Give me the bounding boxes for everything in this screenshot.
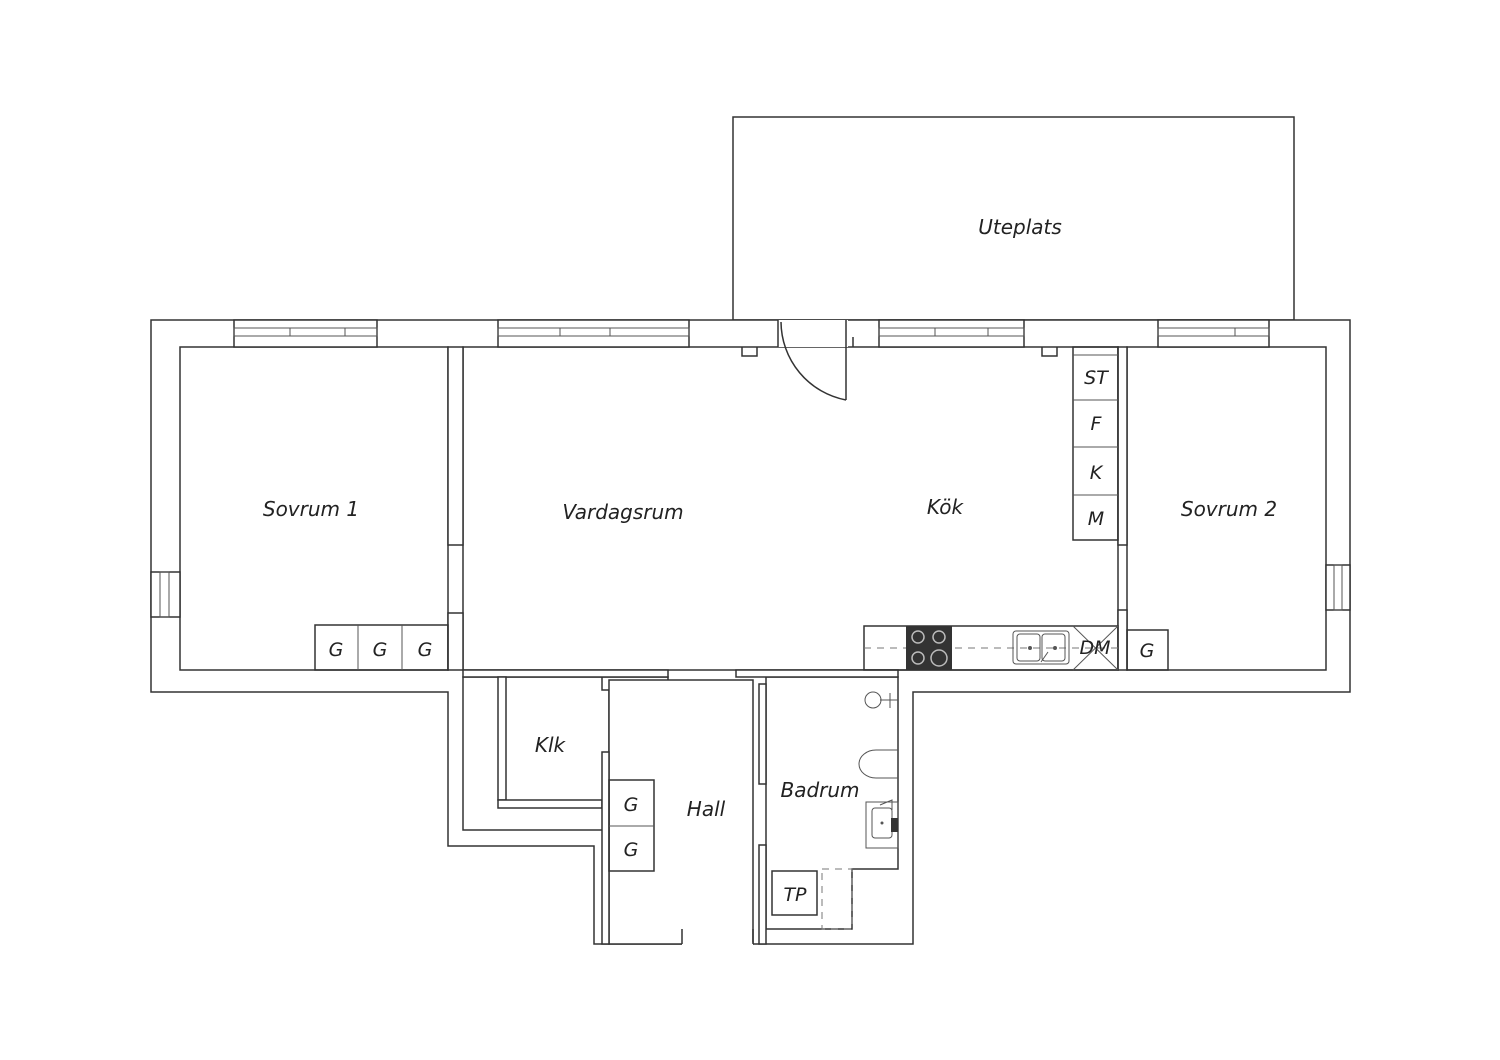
shower-icon (864, 691, 898, 709)
room-label-sovrum2: Sovrum 2 (1181, 497, 1277, 521)
window-sovrum2-side (1325, 564, 1351, 611)
wall-klk-inner (497, 676, 507, 801)
pillar-notch-2 (1041, 347, 1058, 357)
partition-sovrum2-upper (1117, 346, 1128, 546)
wall-badrum-left-lower (758, 844, 767, 945)
window-sovrum2 (1157, 319, 1270, 348)
wall-badrum-left-upper (758, 683, 767, 785)
room-label-badrum: Badrum (780, 778, 859, 802)
label-microwave: M (1088, 508, 1104, 530)
wardrobe-sovrum1 (314, 624, 449, 671)
window-kok (878, 319, 1025, 348)
dishwasher-icon (1072, 625, 1119, 671)
room-label-hall: Hall (687, 797, 726, 821)
label-wardrobe-s1-c: G (418, 639, 433, 661)
sink-icon (1012, 630, 1070, 665)
label-storage: ST (1084, 367, 1109, 389)
room-label-uteplats: Uteplats (978, 215, 1062, 239)
window-vardagsrum (497, 319, 690, 348)
kitchen-tall-units (1072, 346, 1119, 541)
pillar-notch-1 (741, 347, 758, 357)
label-tp: TP (783, 884, 807, 906)
patio-door (777, 320, 854, 401)
pillar-notch-3 (601, 677, 609, 691)
washbasin-icon (865, 799, 899, 849)
room-label-kok: Kök (927, 495, 965, 519)
living-kitchen-room (462, 346, 1119, 671)
label-wardrobe-hall-b: G (624, 839, 639, 861)
partition-sovrum1-lower (447, 612, 464, 671)
laundry-area (821, 868, 853, 930)
label-wardrobe-s1-b: G (373, 639, 388, 661)
label-dishwasher: DM (1079, 637, 1110, 659)
wall-hall-left (601, 751, 610, 945)
room-label-sovrum1: Sovrum 1 (263, 497, 359, 521)
wall-hall-top-left (462, 669, 669, 678)
label-wardrobe-hall-a: G (624, 794, 639, 816)
window-sovrum1 (233, 319, 378, 348)
partition-sovrum2-lower (1117, 609, 1128, 671)
room-label-klk: Klk (535, 733, 567, 757)
stove-icon (906, 626, 952, 670)
partition-sovrum1-upper (447, 346, 464, 546)
window-sovrum1-side (150, 571, 181, 618)
label-freezer: F (1091, 413, 1103, 435)
sovrum1-room (179, 346, 449, 671)
room-label-vardagsrum: Vardagsrum (562, 500, 683, 524)
label-wardrobe-s1-a: G (329, 639, 344, 661)
wall-klk-bottom (497, 799, 603, 809)
label-wardrobe-s2: G (1140, 640, 1155, 662)
tp-box (771, 870, 818, 916)
label-fridge: K (1090, 462, 1104, 484)
wardrobe-sovrum2 (1126, 629, 1169, 671)
wall-hall-top-right (735, 669, 899, 678)
toilet-icon (858, 749, 898, 779)
